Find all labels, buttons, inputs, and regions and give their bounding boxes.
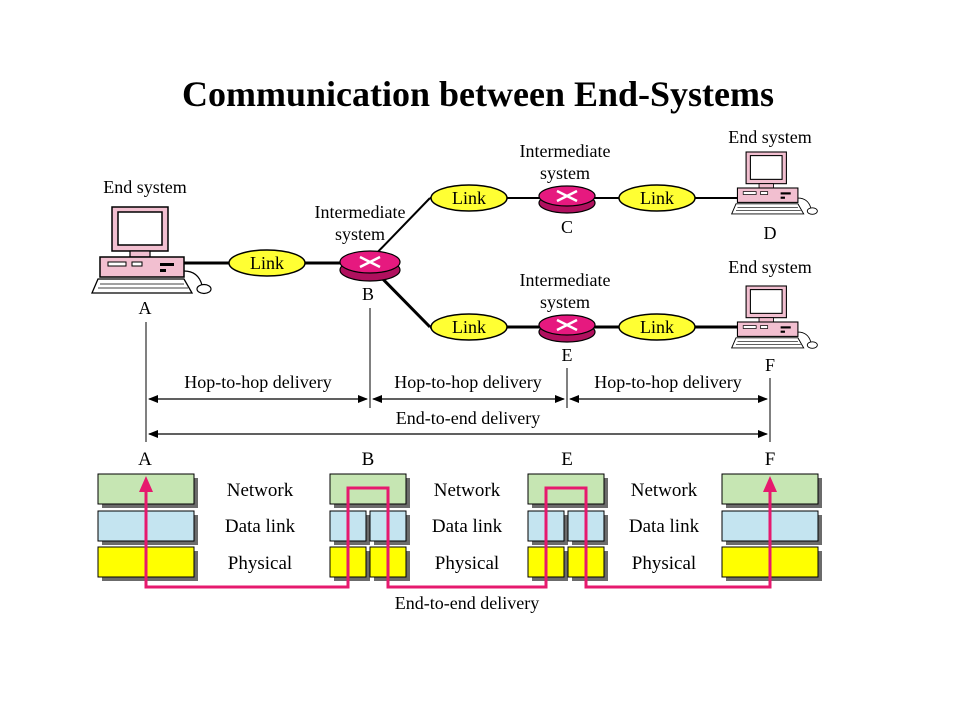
link-label: Link: [452, 317, 486, 337]
link-b-c: Link: [430, 184, 508, 212]
computer-a-icon: [91, 206, 212, 295]
layer-label-physical-1: Physical: [228, 553, 292, 574]
router-c-icon: [538, 185, 596, 214]
node-c-letter: C: [561, 217, 573, 237]
layer-label-network-3: Network: [631, 480, 698, 501]
stack-label-e: E: [561, 449, 573, 470]
link-label: Link: [250, 253, 284, 273]
link-label: Link: [640, 188, 674, 208]
layer-label-physical-2: Physical: [435, 553, 499, 574]
node-d-label: End system: [728, 127, 812, 147]
node-f-letter: F: [765, 355, 775, 375]
stack-label-f: F: [765, 449, 776, 470]
delivery-reference-lines: [145, 308, 771, 442]
link-label: Link: [452, 188, 486, 208]
stack-e: [527, 473, 608, 581]
router-b-icon: [339, 250, 401, 282]
path-arrowhead-a: [139, 476, 153, 492]
node-b-label-line2: system: [335, 224, 385, 244]
node-e-label-line2: system: [540, 292, 590, 312]
node-c-label-line1: Intermediate: [520, 141, 611, 161]
link-a-b: Link: [228, 249, 306, 277]
layer-label-datalink-3: Data link: [629, 516, 700, 537]
node-b-label-line1: Intermediate: [315, 202, 406, 222]
layer-label-datalink-1: Data link: [225, 516, 296, 537]
stack-b: [329, 473, 410, 581]
link-b-e: Link: [430, 313, 508, 341]
stack-label-b: B: [362, 449, 375, 470]
computer-d-icon: [731, 151, 818, 215]
hop-delivery-label-3: Hop-to-hop delivery: [594, 372, 741, 392]
node-e-label-line1: Intermediate: [520, 270, 611, 290]
hop-delivery-label-2: Hop-to-hop delivery: [394, 372, 541, 392]
stack-label-a: A: [138, 449, 152, 470]
hop-arrows: [148, 395, 768, 438]
router-e-icon: [538, 314, 596, 343]
link-c-d: Link: [618, 184, 696, 212]
end-to-end-path: [144, 484, 772, 589]
page-title: Communication between End-Systems: [182, 74, 774, 114]
end-to-end-label-bottom: End-to-end delivery: [395, 593, 539, 613]
hop-delivery-label-1: Hop-to-hop delivery: [184, 372, 331, 392]
node-d-letter: D: [764, 223, 777, 243]
node-e-letter: E: [562, 345, 573, 365]
link-label: Link: [640, 317, 674, 337]
layer-label-physical-3: Physical: [632, 553, 696, 574]
path-arrowhead-f: [763, 476, 777, 492]
node-b-letter: B: [362, 284, 374, 304]
layer-label-network-2: Network: [434, 480, 501, 501]
node-c-label-line2: system: [540, 163, 590, 183]
layer-label-network-1: Network: [227, 480, 294, 501]
end-to-end-label-top: End-to-end delivery: [396, 408, 540, 428]
node-a-label: End system: [103, 177, 187, 197]
link-e-f: Link: [618, 313, 696, 341]
node-a-letter: A: [139, 298, 152, 318]
layer-label-datalink-2: Data link: [432, 516, 503, 537]
node-f-label: End system: [728, 257, 812, 277]
computer-f-icon: [731, 285, 818, 349]
